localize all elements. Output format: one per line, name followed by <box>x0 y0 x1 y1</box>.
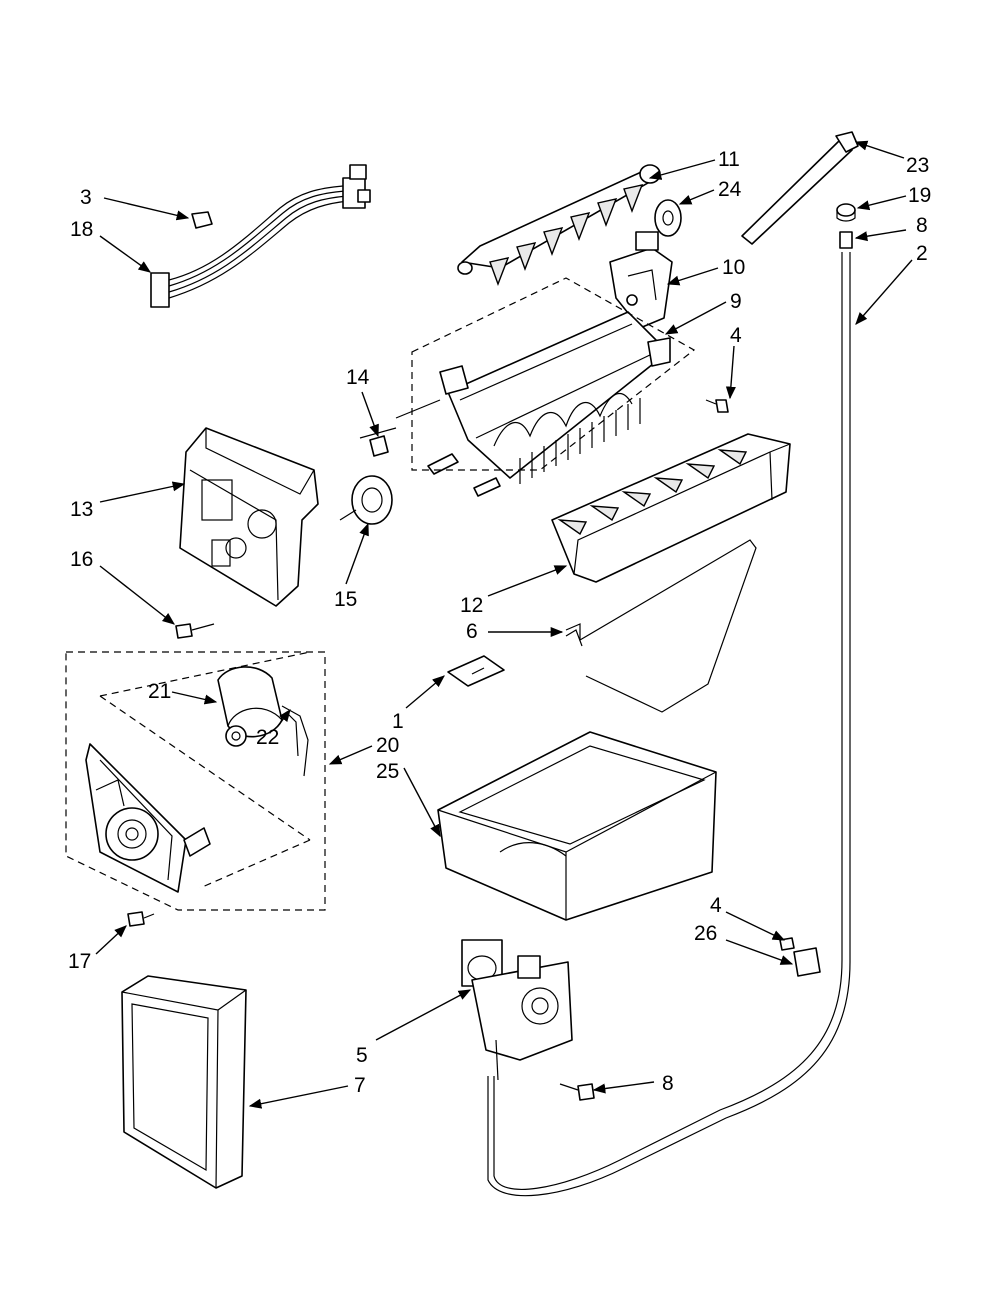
callout-1: 1 <box>392 710 404 733</box>
ice-maker-housing <box>179 427 319 607</box>
callout-20: 20 <box>376 734 399 757</box>
callout-17: 17 <box>68 950 91 973</box>
mold-kit-outline <box>411 277 696 471</box>
thermostat <box>339 475 393 525</box>
callout-8-upper: 8 <box>916 214 928 237</box>
module-plate <box>85 743 211 893</box>
nut <box>559 1083 595 1101</box>
callout-24: 24 <box>718 178 742 201</box>
callout-6: 6 <box>466 620 478 643</box>
clamp <box>779 937 821 977</box>
grommet <box>836 203 856 222</box>
callout-labels: 3 18 11 24 10 9 4 14 13 15 16 12 6 21 22… <box>68 148 931 1097</box>
callout-14: 14 <box>346 366 370 389</box>
mold-and-heater <box>395 311 671 497</box>
screw <box>175 623 215 639</box>
callout-3: 3 <box>80 186 92 209</box>
callout-21: 21 <box>148 680 171 703</box>
screw <box>705 399 729 413</box>
callout-25: 25 <box>376 760 399 783</box>
fill-tube <box>741 131 859 245</box>
ice-stripper-cover <box>551 433 791 583</box>
module-kit-outline <box>65 651 326 911</box>
callout-16: 16 <box>70 548 93 571</box>
callout-23: 23 <box>906 154 929 177</box>
nut <box>839 231 853 249</box>
callout-26: 26 <box>694 922 717 945</box>
water-tube <box>487 252 851 1197</box>
callout-4-lower: 4 <box>710 894 722 917</box>
callout-7: 7 <box>354 1074 366 1097</box>
motor <box>217 666 283 747</box>
callout-22: 22 <box>256 726 279 749</box>
callout-15: 15 <box>334 588 357 611</box>
water-valve <box>461 939 573 1081</box>
shutoff-arm <box>565 539 757 713</box>
callout-18: 18 <box>70 218 93 241</box>
leader-lines <box>95 140 913 1109</box>
callout-11: 11 <box>718 148 740 171</box>
callout-9: 9 <box>730 290 742 313</box>
wire-clip <box>191 211 213 229</box>
ice-maker-bracket <box>609 231 673 329</box>
wire-harness <box>150 164 371 308</box>
callout-10: 10 <box>722 256 745 279</box>
callout-12: 12 <box>460 594 483 617</box>
switch <box>359 427 397 457</box>
callout-5: 5 <box>356 1044 368 1067</box>
callout-2: 2 <box>916 242 928 265</box>
callout-4-upper: 4 <box>730 324 742 347</box>
label-tag <box>447 655 505 687</box>
cam <box>654 199 682 237</box>
filter-frame <box>121 975 247 1189</box>
screw <box>127 911 155 927</box>
callout-19: 19 <box>908 184 931 207</box>
ice-bin <box>437 731 717 921</box>
callout-8-lower: 8 <box>662 1072 674 1095</box>
callout-13: 13 <box>70 498 93 521</box>
